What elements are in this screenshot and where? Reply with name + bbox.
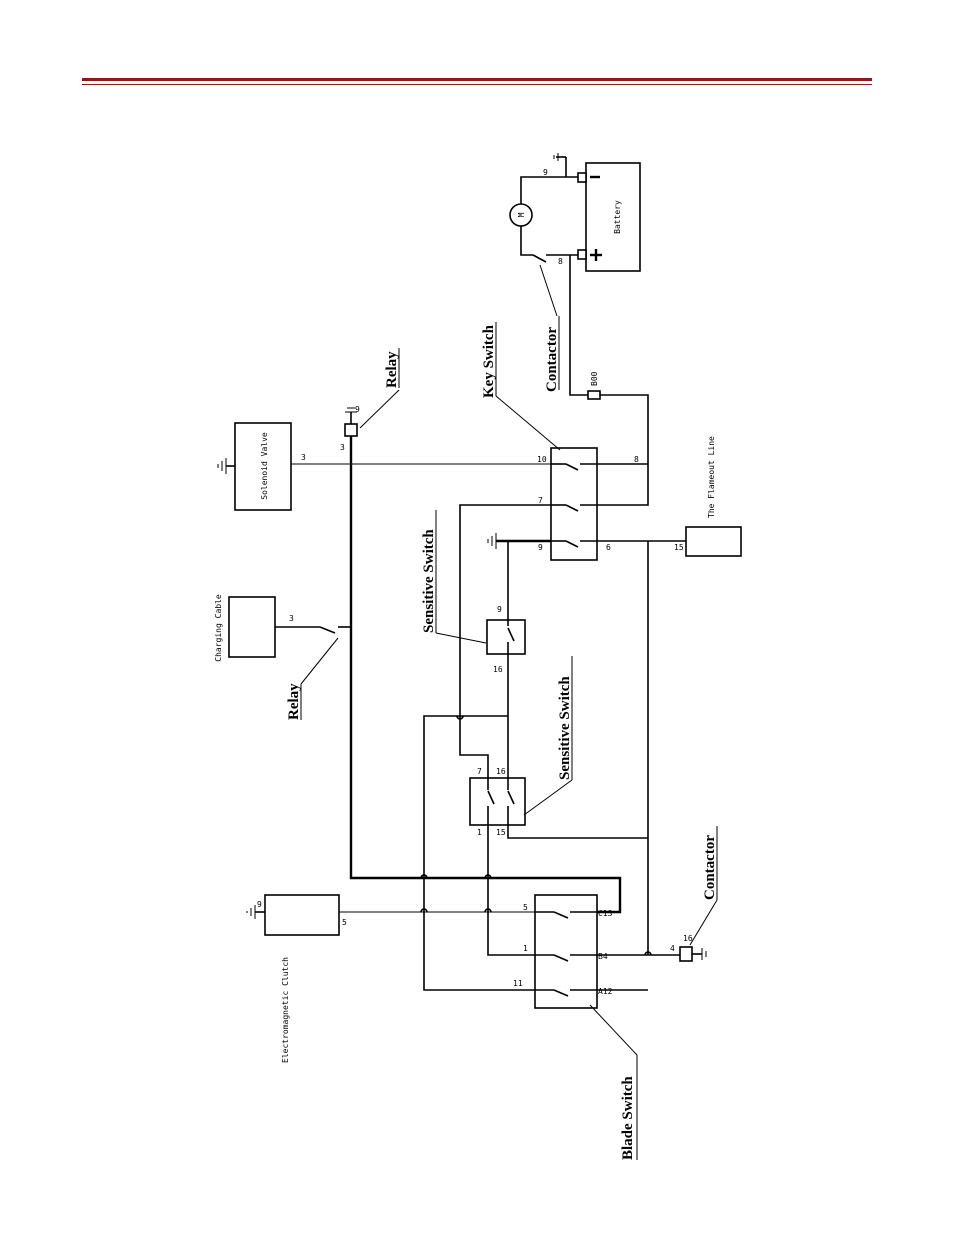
- pin-bat-pos: 8: [558, 257, 563, 266]
- clutch-box: [265, 895, 339, 935]
- contactor-bottom-icon: [680, 947, 692, 961]
- ground-icon-clutch: [247, 905, 265, 919]
- key-switch-leader: [496, 396, 560, 450]
- pin-bs-a12: A12: [598, 987, 613, 996]
- ground-icon-solenoid: [218, 458, 235, 474]
- battery-neg-terminal: [578, 173, 586, 182]
- contactor-bottom-label: Contactor: [702, 835, 718, 900]
- flameout-box: [686, 527, 741, 556]
- wire-motor-contactor: [521, 226, 533, 255]
- contactor-top-label: Contactor: [544, 327, 560, 392]
- fuse-icon: [588, 391, 600, 399]
- wire-ss2-15: [508, 825, 648, 838]
- pin-ks-7: 7: [538, 496, 543, 505]
- pin-bat-neg: 9: [543, 168, 548, 177]
- wire-ss2-1: [488, 825, 535, 955]
- sensitive-switch-top-label: Sensitive Switch: [421, 529, 437, 633]
- pin-cont-4: 4: [670, 944, 675, 953]
- pin-bs-b4: B4: [598, 952, 608, 961]
- key-switch-label: Key Switch: [481, 324, 497, 398]
- ground-icon-battery: [554, 153, 566, 161]
- blade-switch-leader: [590, 1005, 637, 1055]
- relay-leader: [360, 390, 399, 428]
- pin-ks-8: 8: [634, 455, 639, 464]
- blade-switch-label: Blade Switch: [620, 1076, 636, 1160]
- wire-716-b: [424, 716, 535, 990]
- relay-lower-leader: [301, 638, 338, 684]
- relay-lower-contact: [320, 627, 335, 633]
- contactor-bottom-leader: [690, 900, 717, 945]
- pin-ss2-15: 15: [496, 828, 506, 837]
- pin-charge-3: 3: [289, 614, 294, 623]
- pin-ss2-1: 1: [477, 828, 482, 837]
- clutch-label: Electromagnetic Clutch: [281, 957, 290, 1063]
- pin-ks-9: 9: [538, 543, 543, 552]
- sensitive-switch-bottom-label: Sensitive Switch: [557, 676, 573, 780]
- flameout-label: The Flameout Line: [707, 436, 716, 518]
- pin-cont-16: 16: [683, 934, 693, 943]
- wire-bat-neg-motor: [521, 177, 578, 204]
- ss-top-leader: [436, 633, 486, 643]
- pin-ks-10: 10: [537, 455, 547, 464]
- contactor-top-leader: [540, 265, 557, 316]
- solenoid-valve-label: Solenoid Valve: [260, 432, 269, 500]
- pin-fuse: B00: [590, 371, 599, 386]
- pin-ks-6: 6: [606, 543, 611, 552]
- pin-bs-1: 1: [523, 944, 528, 953]
- motor-label: M: [517, 212, 526, 217]
- pin-ss1-9: 9: [497, 605, 502, 614]
- pin-clutch-9: 9: [257, 900, 262, 909]
- wire-bat-pos-fuse: [570, 255, 588, 395]
- pin-flame-15: 15: [674, 543, 684, 552]
- pin-clutch-5: 5: [342, 918, 347, 927]
- charging-cable-label: Charging Cable: [214, 594, 223, 662]
- wire-fuse-keyswitch: [597, 395, 648, 505]
- pin-ss2-7: 7: [477, 767, 482, 776]
- ground-icon-contactor: [702, 948, 706, 960]
- pin-relay-9: 9: [355, 405, 360, 414]
- pin-bs-c13: C13: [598, 909, 613, 918]
- relay-icon: [345, 424, 357, 436]
- battery-pos-terminal: [578, 250, 586, 259]
- pin-bs-5: 5: [523, 903, 528, 912]
- pin-ss2-16: 16: [496, 767, 506, 776]
- pin-sol-3: 3: [301, 453, 306, 462]
- pin-bs-11: 11: [513, 979, 523, 988]
- relay-label: Relay: [384, 351, 400, 388]
- sensitive-switch-2-box: [470, 778, 525, 825]
- pin-relay-3: 3: [340, 443, 345, 452]
- ss-bottom-leader: [524, 780, 572, 815]
- relay-lower-label: Relay: [286, 683, 302, 720]
- ground-icon-ks9: [488, 533, 496, 549]
- pin-ss1-16: 16: [493, 665, 503, 674]
- charging-cable-box: [229, 597, 275, 657]
- sensitive-switch-1-box: [487, 620, 525, 654]
- battery-label: Battery: [613, 200, 622, 234]
- contactor-contact: [533, 255, 546, 262]
